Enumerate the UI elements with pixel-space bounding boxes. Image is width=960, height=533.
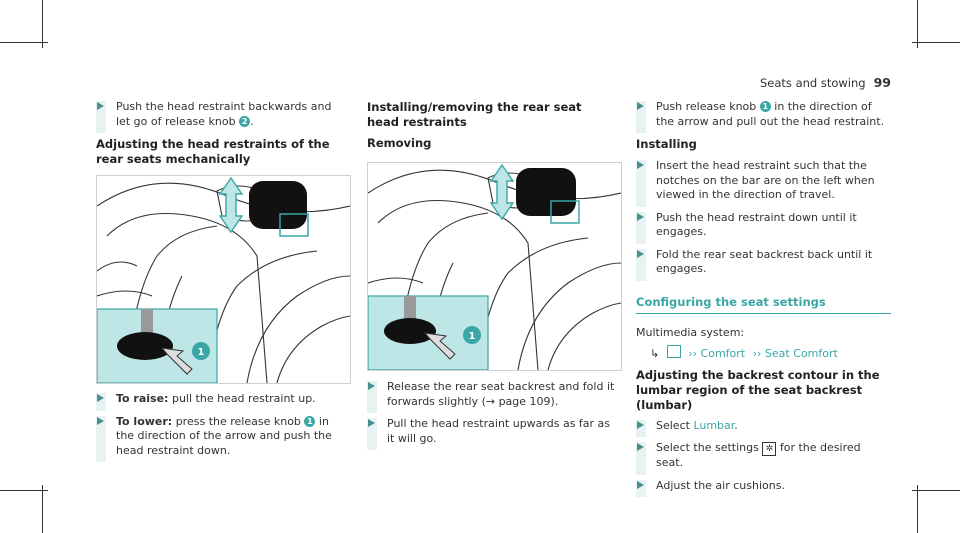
path-item-comfort: Comfort xyxy=(700,346,746,360)
step-release-backrest: Release the rear seat backrest and fold … xyxy=(367,380,619,413)
step-to-raise: To raise: pull the head restraint up. xyxy=(96,392,348,411)
knob-number-badge: 1 xyxy=(304,415,316,427)
step-arrow-icon xyxy=(637,102,644,110)
step-select-lumbar: Select Lumbar. xyxy=(636,418,891,437)
page-number: 99 xyxy=(873,75,892,90)
column-3: Push release knob 1 in the direction of … xyxy=(636,100,891,501)
step-fold-backrest: Fold the rear seat backrest back until i… xyxy=(636,248,891,281)
page-header: Seats and stowing 99 xyxy=(760,75,891,90)
step-push-down: Push the head restraint down until it en… xyxy=(636,211,891,244)
path-chevron-icon: ›› xyxy=(688,346,698,360)
path-arrow-icon: ↳ xyxy=(650,346,660,360)
section-heading: Adjusting the head restraints of the rea… xyxy=(96,137,330,166)
seat-illustration: 1 xyxy=(368,163,621,370)
section-heading-configuring: Configuring the seat settings xyxy=(636,295,891,314)
step-arrow-icon xyxy=(637,249,644,258)
step-arrow-icon xyxy=(637,212,644,221)
crop-mark xyxy=(912,42,960,43)
step-arrow-icon xyxy=(368,382,375,390)
step-push-backwards: Push the head restraint backwards and le… xyxy=(96,100,348,133)
home-icon xyxy=(666,344,681,358)
step-to-lower: To lower: press the release knob 1 in th… xyxy=(96,415,348,462)
step-arrow-icon xyxy=(637,161,644,169)
menu-path: ↳ ›› Comfort ›› Seat Comfort xyxy=(650,344,891,360)
figure-callout-label: 1 xyxy=(198,347,205,358)
section-title: Seats and stowing xyxy=(760,76,866,90)
knob-number-badge: 1 xyxy=(759,101,771,112)
crop-mark xyxy=(917,0,918,48)
step-arrow-icon xyxy=(97,394,104,402)
step-insert-head-restraint: Insert the head restraint such that the … xyxy=(636,159,891,207)
step-push-release-knob: Push release knob 1 in the direction of … xyxy=(636,100,891,133)
lumbar-link: Lumbar xyxy=(693,418,735,432)
multimedia-label: Multimedia system: xyxy=(636,325,745,339)
step-arrow-icon xyxy=(97,416,104,425)
step-arrow-icon xyxy=(97,102,104,110)
seat-illustration: 1 xyxy=(97,176,350,383)
step-arrow-icon xyxy=(637,480,644,489)
path-item-seat-comfort: Seat Comfort xyxy=(764,346,838,360)
step-pull-upwards: Pull the head restraint upwards as far a… xyxy=(367,417,619,450)
knob-number-badge: 2 xyxy=(239,115,251,127)
step-select-settings: Select the settings ✲ for the desired se… xyxy=(636,441,891,475)
subheading-installing: Installing xyxy=(636,137,697,151)
column-1: Push the head restraint backwards and le… xyxy=(96,100,348,173)
figure-head-restraint-adjust: 1 xyxy=(96,175,351,384)
step-arrow-icon xyxy=(637,443,644,451)
crop-mark xyxy=(0,490,48,491)
figure-callout-label: 1 xyxy=(469,331,476,342)
subheading-removing: Removing xyxy=(367,136,432,150)
path-chevron-icon: ›› xyxy=(752,346,762,360)
step-arrow-icon xyxy=(637,420,644,429)
section-heading: Installing/removing the rear seat head r… xyxy=(367,100,582,129)
crop-mark xyxy=(912,490,960,491)
column-2-steps: Release the rear seat backrest and fold … xyxy=(367,380,619,454)
crop-mark xyxy=(42,0,43,48)
crop-mark xyxy=(0,42,48,43)
step-arrow-icon xyxy=(368,419,375,427)
column-2: Installing/removing the rear seat head r… xyxy=(367,100,617,158)
lumbar-heading: Adjusting the backrest contour in the lu… xyxy=(636,367,880,412)
crop-mark xyxy=(917,485,918,533)
figure-head-restraint-remove: 1 xyxy=(367,162,622,371)
step-adjust-cushions: Adjust the air cushions. xyxy=(636,479,891,497)
crop-mark xyxy=(42,485,43,533)
column-1-steps: To raise: pull the head restraint up. To… xyxy=(96,392,348,466)
gear-icon: ✲ xyxy=(762,442,777,456)
